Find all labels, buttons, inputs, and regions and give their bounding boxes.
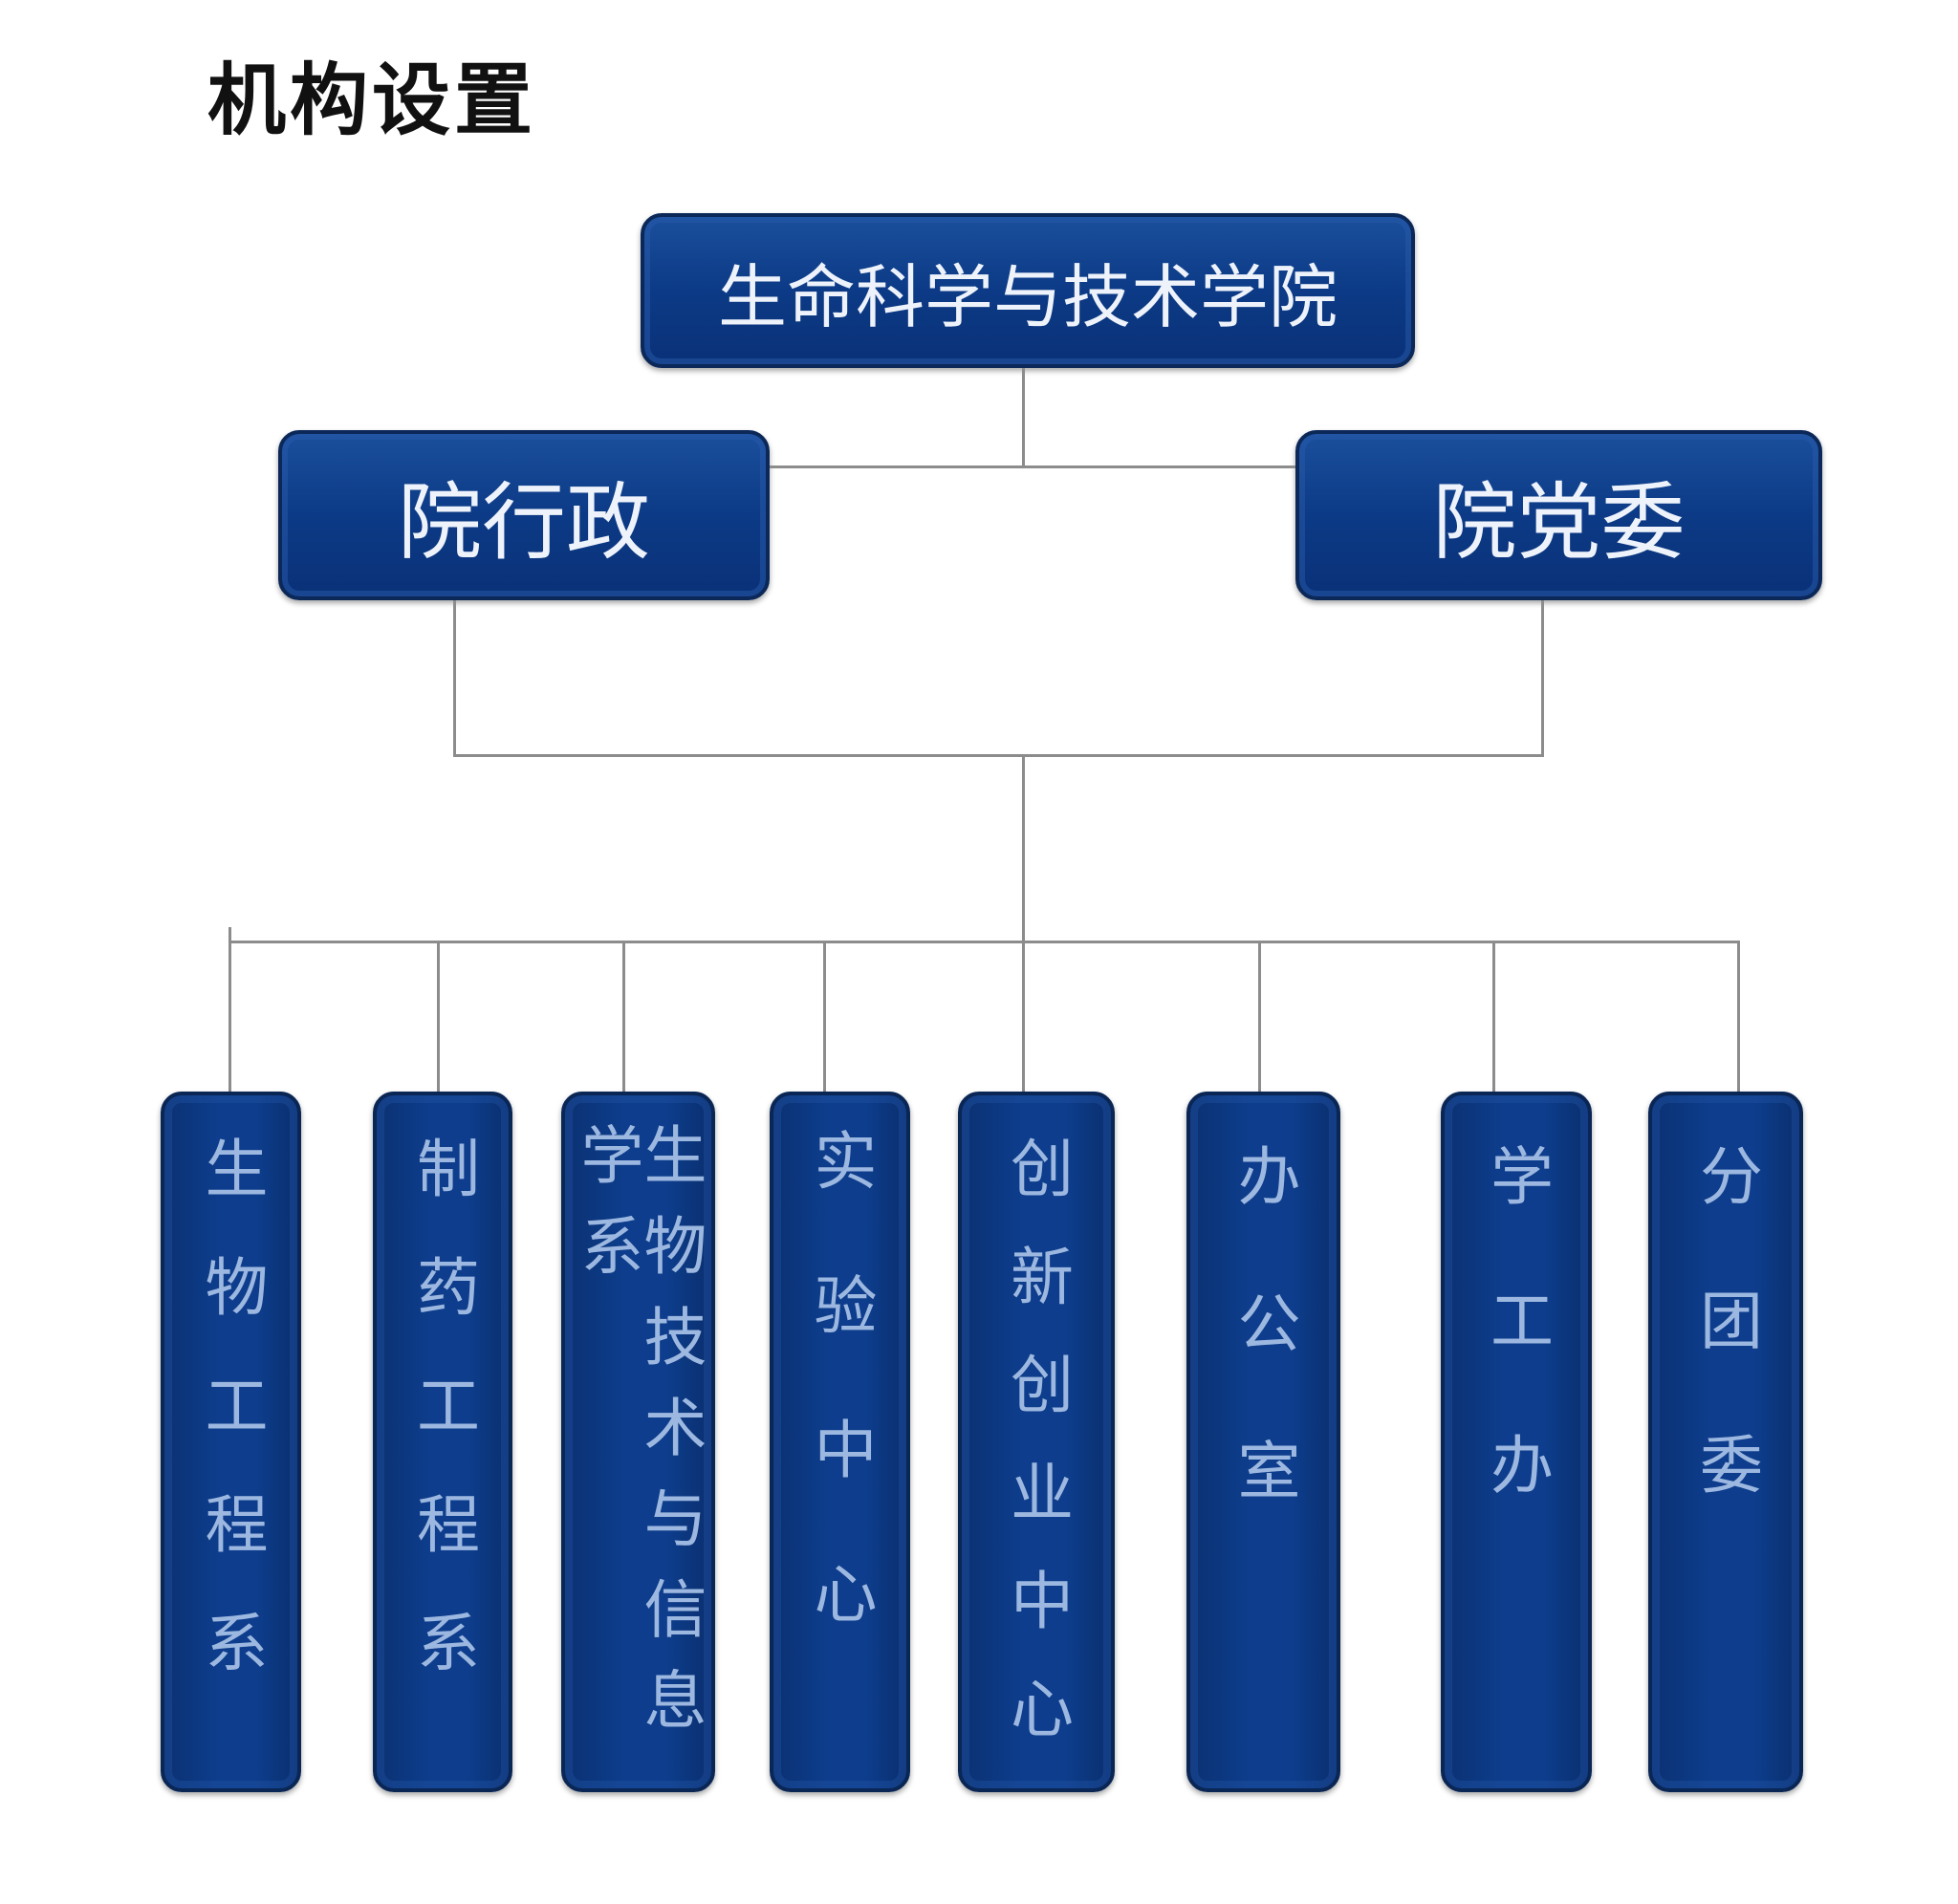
connector — [437, 941, 440, 1092]
connector — [228, 941, 1740, 943]
connector — [1258, 941, 1261, 1092]
connector — [1022, 755, 1025, 1092]
unit-label: 生物工程系 — [194, 1136, 269, 1728]
node-party: 院党委 — [1295, 430, 1822, 600]
connector — [1737, 941, 1740, 1092]
unit-biotech-informatics: 生物技术与信息学系 — [561, 1092, 715, 1792]
connector — [823, 941, 826, 1092]
connector — [622, 941, 625, 1092]
unit-label: 生物技术与信息学系 — [570, 1122, 707, 1758]
unit-label: 制药工程系 — [406, 1136, 480, 1728]
connector — [1541, 600, 1544, 755]
unit-bioengineering: 生物工程系 — [161, 1092, 301, 1792]
unit-innovation-center: 创新创业中心 — [958, 1092, 1115, 1792]
unit-label: 办公室 — [1227, 1143, 1301, 1585]
connector — [770, 465, 1295, 468]
node-admin-label: 院行政 — [397, 472, 650, 572]
node-root-label: 生命科学与技术学院 — [717, 256, 1338, 337]
unit-pharma-engineering: 制药工程系 — [373, 1092, 512, 1792]
unit-lab-center: 实验中心 — [770, 1092, 910, 1792]
unit-label: 实验中心 — [803, 1128, 878, 1705]
connector — [453, 600, 456, 755]
unit-label: 学工办 — [1480, 1143, 1554, 1576]
connector — [228, 927, 231, 1092]
unit-label: 分团委 — [1689, 1143, 1763, 1576]
node-admin: 院行政 — [278, 430, 770, 600]
unit-office: 办公室 — [1186, 1092, 1340, 1792]
page-title: 机构设置 — [207, 55, 537, 146]
unit-label: 创新创业中心 — [1000, 1136, 1074, 1784]
node-party-label: 院党委 — [1432, 472, 1686, 572]
connector — [1492, 941, 1495, 1092]
connector — [453, 754, 1544, 757]
unit-youth-league: 分团委 — [1648, 1092, 1803, 1792]
node-root: 生命科学与技术学院 — [641, 213, 1415, 368]
unit-student-affairs: 学工办 — [1441, 1092, 1592, 1792]
connector — [1022, 368, 1025, 467]
